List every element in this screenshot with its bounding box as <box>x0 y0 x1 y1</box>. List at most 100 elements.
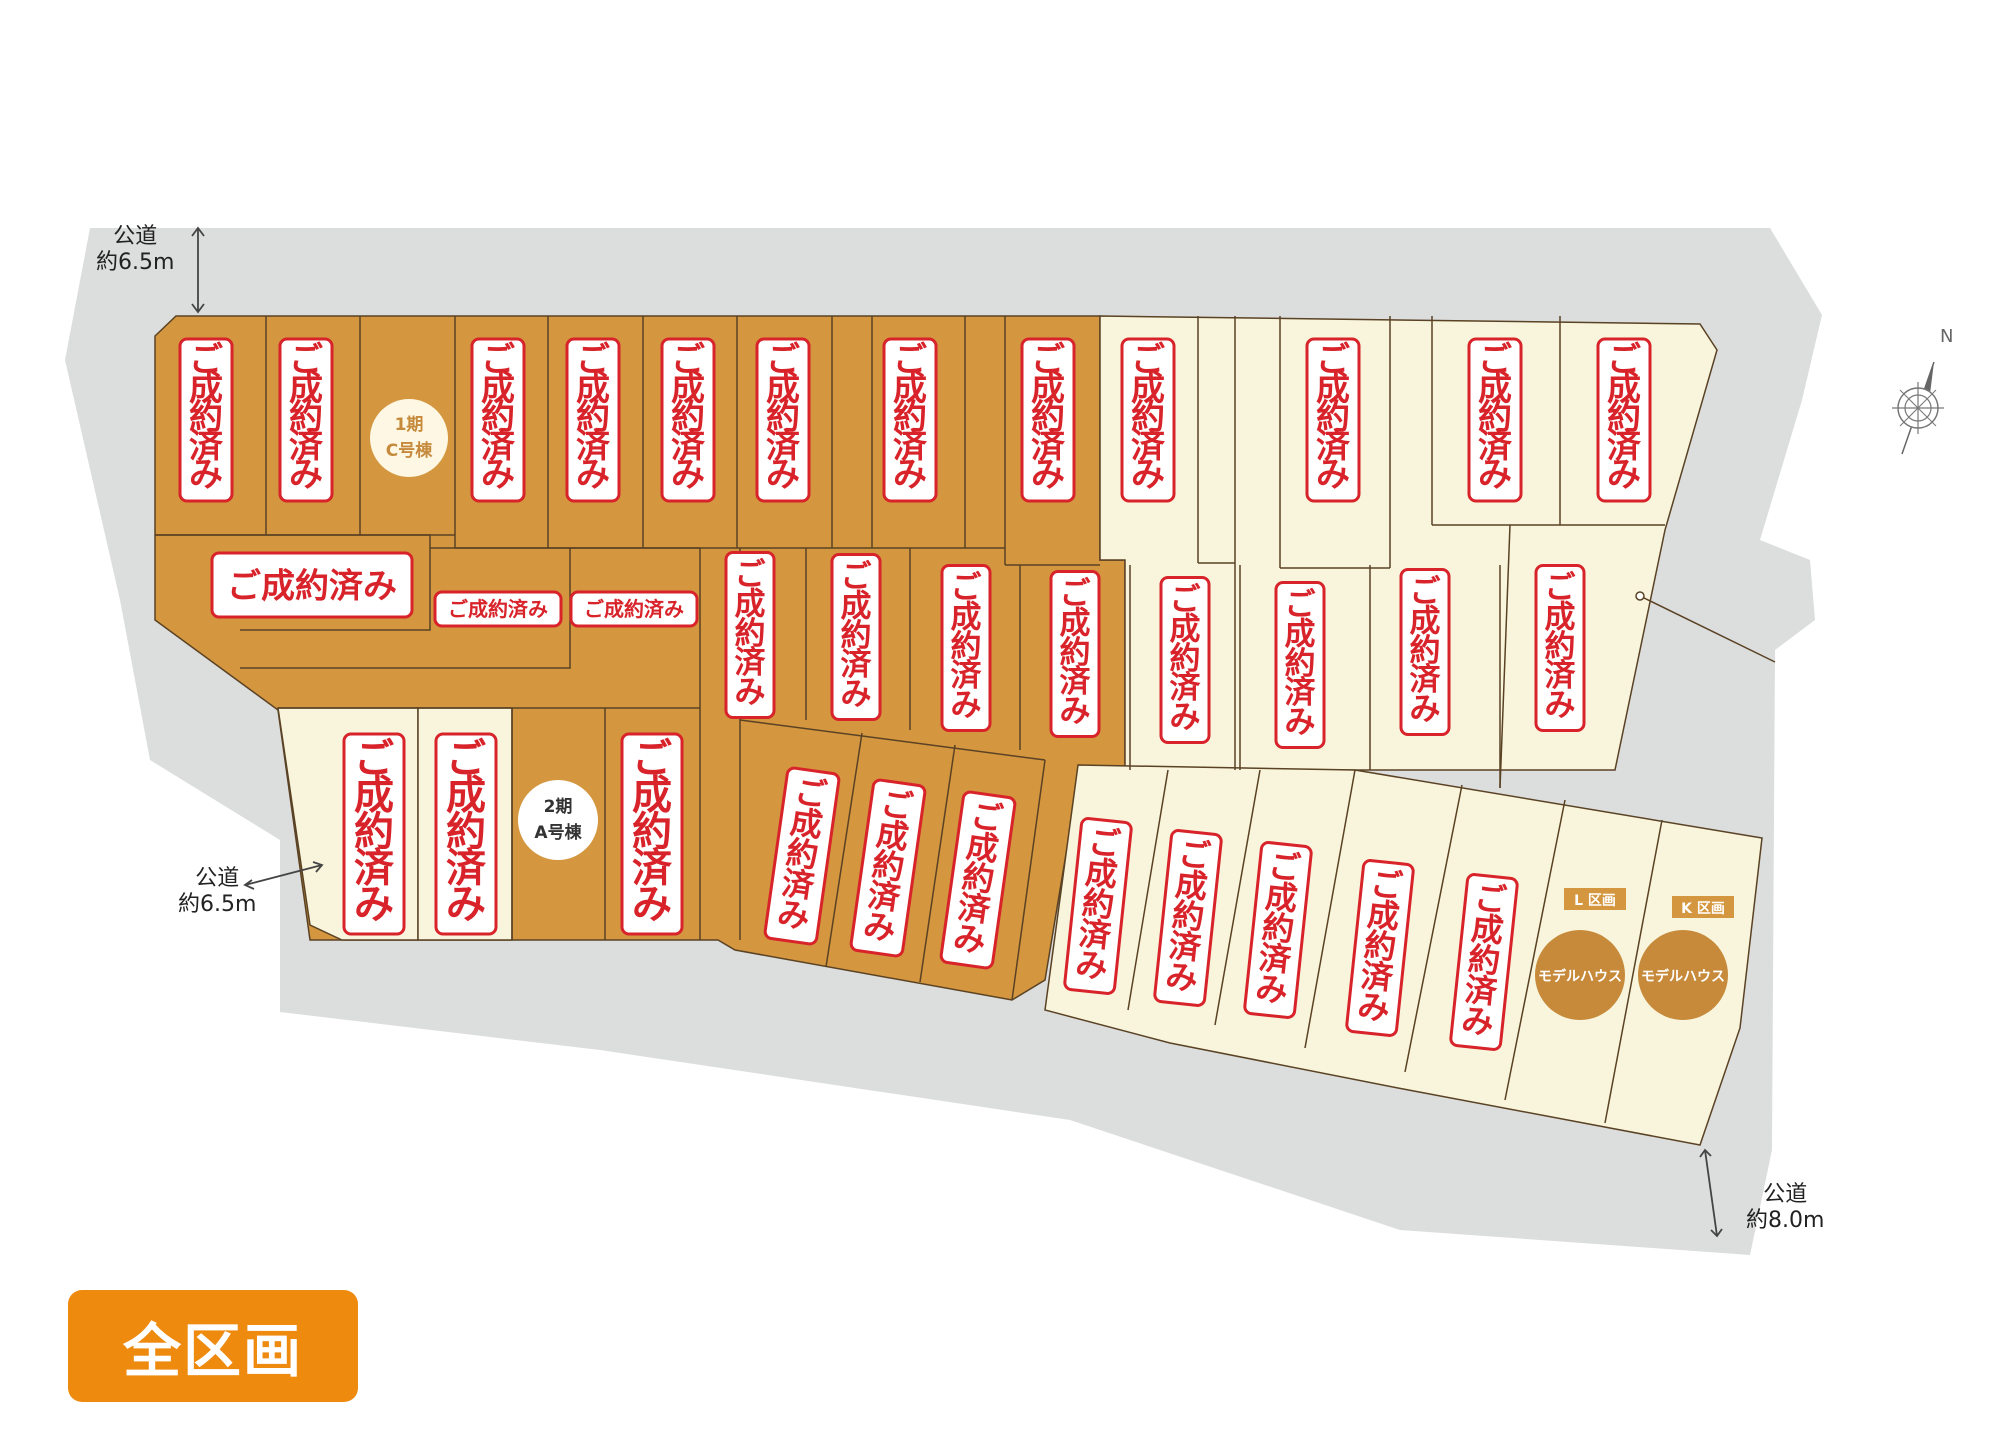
sold-label-vertical: ご成約済み <box>565 337 621 503</box>
sold-label-char: み <box>354 882 394 928</box>
sold-label-vertical: ご成約済み <box>939 790 1017 970</box>
sold-label-char: ご <box>1285 587 1316 623</box>
sold-label-char: 約 <box>354 809 394 855</box>
sold-label-char: ご <box>576 340 610 380</box>
sold-label-char: 成 <box>446 773 486 819</box>
sold-label-char: 約 <box>671 398 705 438</box>
sold-label-vertical: ご成約済み <box>178 337 234 503</box>
sold-labels: ご成約済みご成約済みご成約済みご成約済みご成約済みご成約済みご成約済みご成約済み… <box>178 337 1652 1051</box>
sold-label-char: ご <box>951 570 982 606</box>
sold-label-char: み <box>775 894 812 936</box>
phase-marker-1: 1期 C号棟 <box>370 399 448 477</box>
sold-label-vertical: ご成約済み <box>1596 337 1652 503</box>
sold-label-char: ご <box>841 559 872 595</box>
sold-label-char: ご <box>1267 846 1303 887</box>
sold-label-frame <box>724 551 776 719</box>
sold-label-char: 成 <box>1285 616 1316 652</box>
sold-label-vertical: ご成約済み <box>1243 841 1313 1019</box>
sold-label-vertical: ご成約済み <box>1153 829 1223 1007</box>
sold-label-char: 約 <box>1260 908 1296 949</box>
sold-label-char: み <box>1545 688 1576 724</box>
sold-label-char: み <box>481 455 515 495</box>
sold-label-char: 済 <box>1031 426 1066 466</box>
boundary-marker <box>1635 591 1645 601</box>
sold-label-vertical: ご成約済み <box>278 337 334 503</box>
sold-label-char: み <box>951 918 988 960</box>
sold-label-char: み <box>446 882 486 928</box>
sold-label-char: ご <box>1177 834 1213 875</box>
sold-label-char: み <box>1285 705 1316 741</box>
phase-marker-1-line1: 1期 <box>395 415 424 435</box>
sold-label-text: ご成約済み <box>227 566 397 606</box>
sold-label-char: ご <box>1473 878 1509 919</box>
model-house-k-label: モデルハウス <box>1641 968 1725 985</box>
sold-label-char: み <box>893 455 927 495</box>
sold-label-char: ご <box>792 772 829 814</box>
sold-label-char: 約 <box>960 857 997 899</box>
sold-label-vertical: ご成約済み <box>1063 817 1133 995</box>
sold-label-char: ご <box>1545 570 1576 606</box>
sold-label-char: 約 <box>1545 629 1576 665</box>
sold-label-char: ご <box>354 736 394 782</box>
sold-label-vertical: ご成約済み <box>470 337 526 503</box>
sold-label-char: み <box>1607 455 1641 495</box>
sold-label-char: 成 <box>189 369 223 409</box>
sold-label-char: ご <box>968 796 1005 838</box>
sold-label-char: 約 <box>766 398 800 438</box>
sold-label-char: 約 <box>1362 926 1398 967</box>
model-house-l: L 区画 モデルハウス <box>1535 888 1626 1020</box>
sold-label-frame <box>1020 337 1076 503</box>
sold-label-char: 済 <box>189 426 224 466</box>
road-label-west-name: 公道 <box>195 866 240 891</box>
sold-label-frame <box>1399 568 1451 736</box>
sold-label-char: 成 <box>1478 369 1512 409</box>
sold-label-char: 済 <box>1170 670 1202 706</box>
sold-label-char: 成 <box>1170 611 1201 647</box>
sold-label-char: 成 <box>1469 909 1505 950</box>
road-label-west: 公道 約6.5m <box>178 866 256 918</box>
sold-label-char: み <box>861 906 898 948</box>
sold-label-char: 済 <box>841 647 873 683</box>
road-label-south-east-width: 約8.0m <box>1746 1208 1825 1233</box>
sold-label-char: み <box>735 675 766 711</box>
sold-label-char: 約 <box>189 398 223 438</box>
sold-label-char: 約 <box>1031 398 1065 438</box>
sold-label-char: 成 <box>1316 369 1350 409</box>
sold-label-char: 済 <box>735 645 767 681</box>
sold-label-char: 成 <box>766 369 800 409</box>
sold-label-char: 済 <box>1410 662 1442 698</box>
sold-label-char: ご <box>878 784 915 826</box>
sold-label-char: ご <box>1316 340 1350 380</box>
sold-label-char: 成 <box>874 815 911 857</box>
sold-label-char: 成 <box>1365 895 1401 936</box>
sold-label-char: 成 <box>951 599 982 635</box>
sold-label-vertical: ご成約済み <box>882 337 938 503</box>
sold-label-char: 約 <box>1080 884 1116 925</box>
sold-label-char: ご <box>1087 822 1123 863</box>
compass-icon: N <box>1892 326 1953 455</box>
sold-label-char: み <box>671 455 705 495</box>
sold-label-char: ご <box>1607 340 1641 380</box>
sold-label-char: ご <box>632 736 672 782</box>
sold-label-char: 約 <box>1285 646 1316 682</box>
sold-label-char: ご <box>1170 582 1201 618</box>
all-lots-badge: 全区画 <box>68 1290 358 1402</box>
sold-label-vertical: ご成約済み <box>660 337 716 503</box>
sold-label-char: み <box>766 455 800 495</box>
sold-label-frame <box>940 564 992 732</box>
sold-label-char: 約 <box>446 809 486 855</box>
sold-label-frame <box>278 337 334 503</box>
sold-label-char: 成 <box>1083 853 1119 894</box>
model-house-l-label: モデルハウス <box>1538 968 1622 985</box>
sold-label-char: 約 <box>841 618 872 654</box>
sold-label-char: 成 <box>481 369 515 409</box>
sold-label-vertical: ご成約済み <box>830 553 882 721</box>
sold-label-char: ご <box>481 340 515 380</box>
sold-label-char: み <box>289 455 323 495</box>
sold-label-char: ご <box>671 340 705 380</box>
sold-label-char: 約 <box>1410 633 1441 669</box>
phase-marker-2-line2: A号棟 <box>534 822 582 843</box>
sold-label-char: み <box>1074 945 1110 986</box>
sold-label-vertical: ご成約済み <box>1345 859 1415 1037</box>
sold-label-char: 済 <box>1545 658 1577 694</box>
